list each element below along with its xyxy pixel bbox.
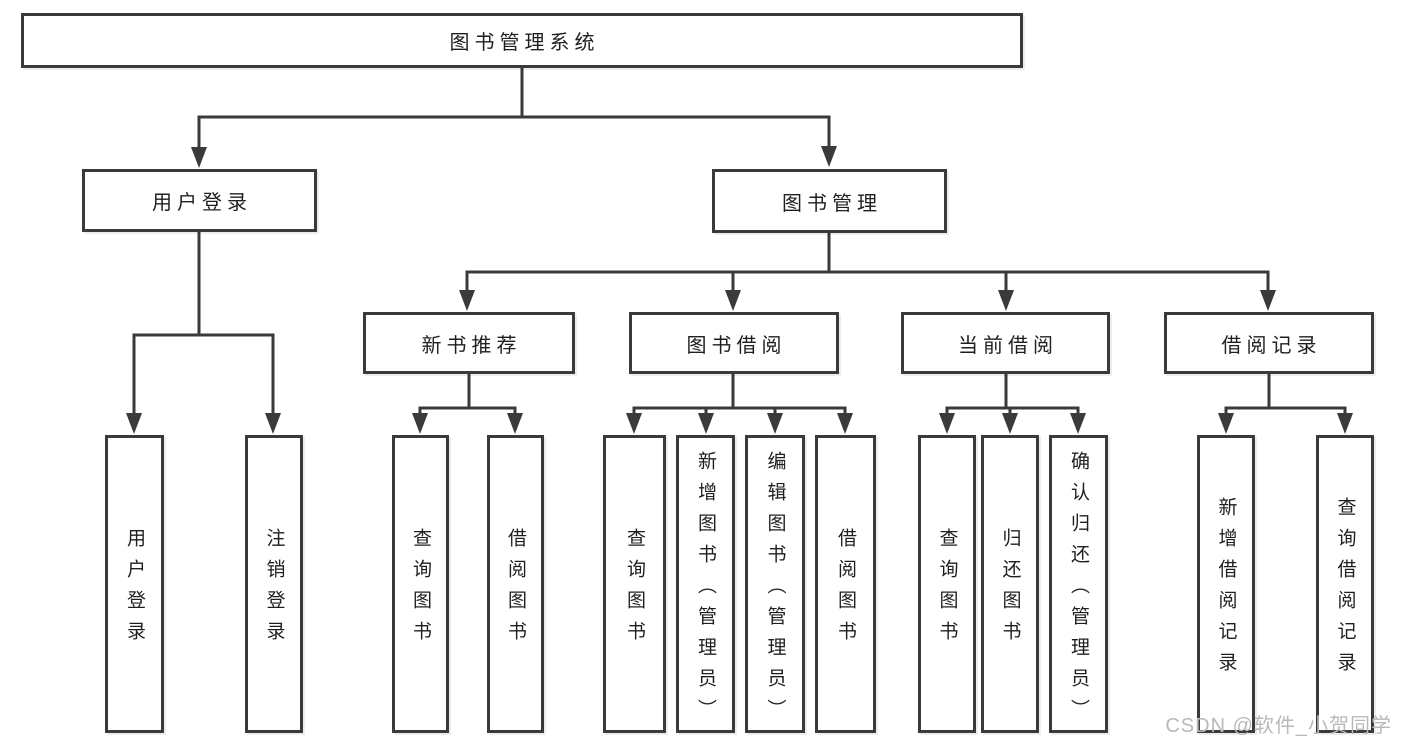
node-new-book-recommendation: 新书推荐: [363, 312, 575, 374]
leaf-confirm-return-admin: 确认归还（管理员）: [1049, 435, 1108, 733]
node-borrowing-records: 借阅记录: [1164, 312, 1374, 374]
node-book-management: 图书管理: [712, 169, 947, 233]
leaf-user-login: 用户登录: [105, 435, 164, 733]
leaf-borrow-books-recommend: 借阅图书: [487, 435, 544, 733]
leaf-logout: 注销登录: [245, 435, 303, 733]
node-library-management-system: 图书管理系统: [21, 13, 1023, 68]
leaf-query-books-borrowing: 查询图书: [603, 435, 666, 733]
leaf-query-books-current: 查询图书: [918, 435, 976, 733]
leaf-return-book: 归还图书: [981, 435, 1039, 733]
leaf-query-borrow-record: 查询借阅记录: [1316, 435, 1374, 733]
leaf-borrow-books-borrowing: 借阅图书: [815, 435, 876, 733]
node-user-login: 用户登录: [82, 169, 317, 232]
leaf-query-books-recommend: 查询图书: [392, 435, 449, 733]
leaf-add-book-admin: 新增图书（管理员）: [676, 435, 735, 733]
leaf-edit-book-admin: 编辑图书（管理员）: [745, 435, 805, 733]
leaf-add-borrow-record: 新增借阅记录: [1197, 435, 1255, 733]
node-current-borrowing: 当前借阅: [901, 312, 1110, 374]
node-book-borrowing: 图书借阅: [629, 312, 839, 374]
csdn-watermark: CSDN @软件_小贺同学: [1165, 715, 1392, 737]
